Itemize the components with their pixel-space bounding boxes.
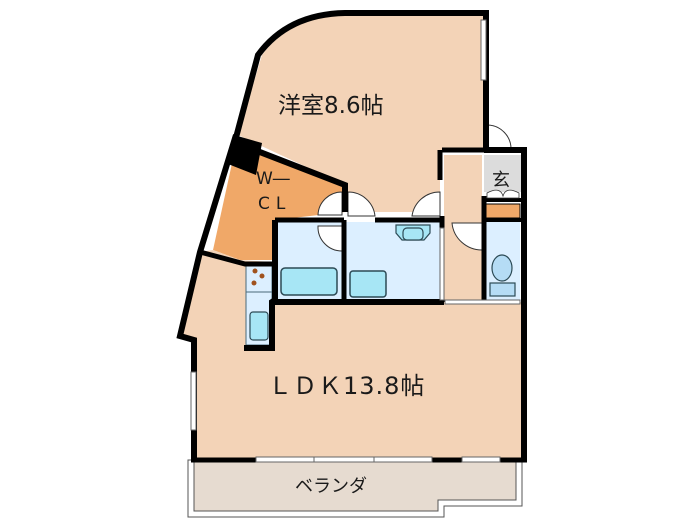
entrance-step [486, 189, 520, 199]
entrance-label: 玄 [492, 170, 510, 191]
closet-label-line2: CL [258, 194, 292, 214]
doors [317, 124, 512, 252]
stove-burners-icon [251, 268, 265, 286]
toilet-bowl-icon [491, 254, 513, 282]
windows [190, 19, 521, 463]
toilet-tank-icon [489, 282, 516, 297]
bathtub-icon [280, 267, 338, 296]
western-room [238, 14, 484, 212]
washbasin-icon [349, 270, 387, 298]
shoe-box [485, 203, 521, 219]
closet-label-line1: W― [256, 169, 290, 189]
veranda-label: ベランダ [295, 476, 367, 497]
western-room-label: 洋室8.6帖 [278, 93, 384, 119]
ldk-label: ＬＤＫ13.8帖 [268, 372, 426, 400]
veranda [187, 459, 523, 518]
sink-icon [249, 311, 269, 341]
entrance [484, 155, 522, 192]
